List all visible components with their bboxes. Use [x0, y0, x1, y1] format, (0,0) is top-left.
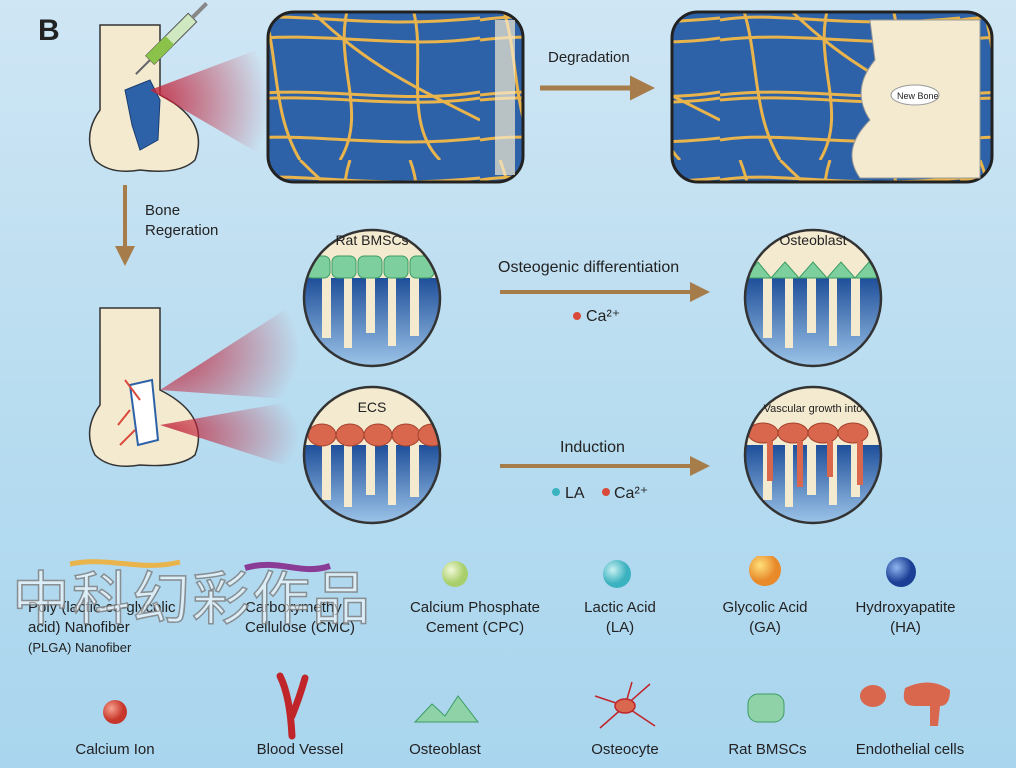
scaffold-box-initial — [266, 10, 525, 184]
legend-vessel: Blood Vessel — [256, 741, 344, 758]
calcium-ion-icon — [103, 700, 127, 724]
scaffold-box-degraded — [670, 10, 994, 184]
osteogenic-label: Osteogenic differentiation — [498, 259, 679, 276]
bone-defect-top — [88, 24, 270, 172]
la-dot — [552, 488, 560, 496]
ga-sphere-icon — [749, 556, 781, 586]
endothelial-icon — [860, 682, 950, 726]
legend-plga-line3: (PLGA) Nanofiber — [28, 640, 132, 655]
watermark: 中科幻彩作品 — [11, 564, 373, 634]
degradation-label: Degradation — [548, 49, 630, 66]
cpc-sphere-icon — [442, 561, 468, 587]
bone-regeration-label-1: Bone — [145, 202, 180, 219]
circle-vascular — [743, 385, 883, 525]
legend-la-line1: Lactic Acid — [584, 599, 656, 616]
legend-ha: Hydroxyapatite (HA) — [838, 598, 973, 638]
legend-la-line2: (LA) — [605, 619, 635, 636]
plga-fiber-icon — [69, 559, 181, 568]
la-label: LA — [565, 485, 585, 502]
circle-label-rat-bmscs: Rat BMSCs — [335, 232, 408, 248]
legend-la: Lactic Acid (LA) — [565, 598, 675, 638]
legend-bmscs: Rat BMSCs — [728, 741, 807, 758]
legend-osteoblast: Osteoblast — [409, 741, 481, 758]
legend-osteocyte: Osteocyte — [591, 741, 659, 758]
circle-rat-bmscs — [302, 228, 442, 368]
blood-vessel-icon — [276, 672, 309, 740]
legend-ha-line1: Hydroxyapatite — [855, 599, 956, 616]
panel-label: B — [38, 14, 60, 47]
circle-osteoblast — [743, 228, 883, 368]
legend-cmc-line2: Cellulose (CMC) — [245, 619, 356, 636]
circle-label-vascular: Vascular growth into — [764, 403, 863, 415]
syringe-icon — [135, 2, 208, 75]
cmc-icon — [244, 561, 331, 573]
legend-plga-line2: acid) Nanofiber — [28, 619, 130, 636]
legend-ga-line1: Glycolic Acid — [722, 599, 808, 616]
ca-label-bottom: Ca²⁺ — [614, 485, 648, 502]
bone-healed — [88, 300, 300, 470]
legend-calcium: Calcium Ion — [75, 741, 155, 758]
diagram-svg: B Degradation New Bone Bone Regeration — [38, 2, 994, 525]
induction-label: Induction — [560, 439, 625, 456]
legend-cmc: Carboxymethy Cellulose (CMC) — [245, 598, 355, 638]
legend-ha-line2: (HA) — [890, 619, 921, 636]
legend-cpc: Calcium Phosphate Cement (CPC) — [390, 598, 560, 638]
legend-cmc-line1: Carboxymethy — [245, 599, 342, 616]
osteoblast-icon — [413, 695, 480, 723]
circle-label-ecs: ECS — [358, 399, 387, 415]
ha-sphere-icon — [886, 557, 916, 587]
bone-regeration-label-2: Regeration — [145, 222, 218, 239]
legend-plga-line1: Poly (lactic-co-glycolic — [28, 599, 176, 616]
osteocyte-icon — [594, 681, 656, 729]
calcium-dot — [573, 312, 581, 320]
la-sphere-icon — [603, 560, 631, 588]
legend-cpc-line2: Cement (CPC) — [425, 619, 525, 636]
circle-label-osteoblast: Osteoblast — [780, 232, 847, 248]
calcium-dot-2 — [602, 488, 610, 496]
legend-endothelial: Endothelial cells — [855, 741, 965, 758]
legend: Poly (lactic-co-glycolic acid) Nanofiber… — [0, 556, 1016, 768]
legend-cpc-line1: Calcium Phosphate — [409, 599, 541, 616]
legend-plga: Poly (lactic-co-glycolic acid) Nanofiber… — [28, 598, 178, 658]
rat-bmscs-icon — [747, 693, 785, 723]
ca-label-top: Ca²⁺ — [586, 308, 620, 325]
legend-icons — [69, 556, 950, 740]
new-bone-label: New Bone — [897, 91, 939, 101]
legend-ga-line2: (GA) — [749, 619, 781, 636]
legend-ga: Glycolic Acid (GA) — [705, 598, 825, 638]
